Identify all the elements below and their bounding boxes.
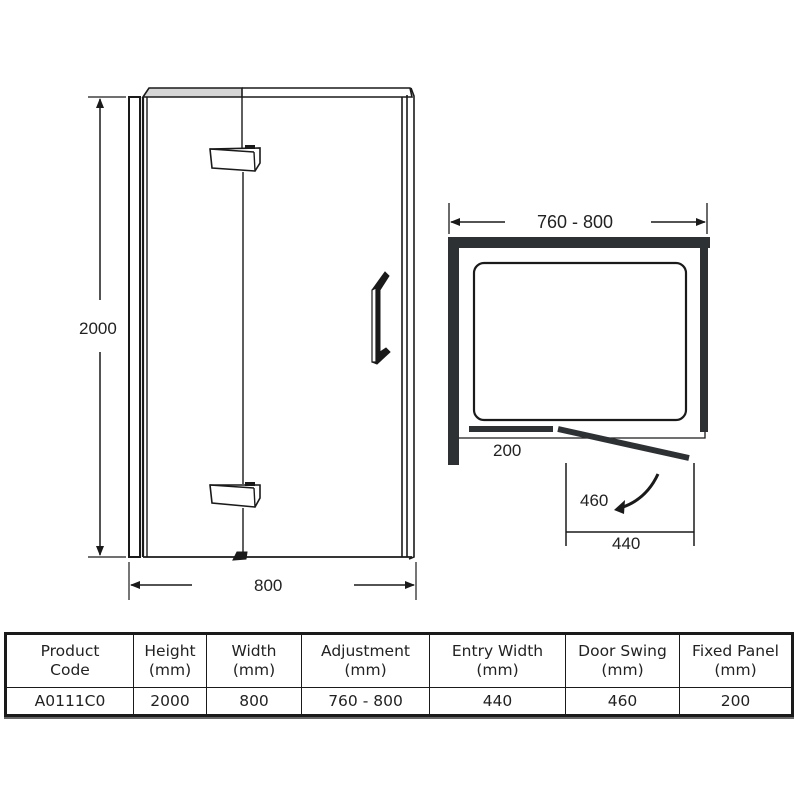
cell-entry-width: 440 — [429, 687, 566, 716]
header-adjustment: Adjustment(mm) — [301, 633, 430, 688]
header-door-swing: Door Swing(mm) — [565, 633, 680, 688]
top-rail — [141, 87, 243, 98]
table-row: A0111C0 2000 800 760 - 800 440 460 200 — [5, 687, 793, 716]
fixed-panel-label: 200 — [493, 441, 522, 460]
bottom-pivot — [232, 551, 248, 561]
header-entry-width: Entry Width(mm) — [429, 633, 566, 688]
front-elevation — [88, 87, 417, 600]
shower-tray — [472, 261, 688, 422]
right-wall-profile — [700, 237, 708, 432]
cell-width: 800 — [206, 687, 302, 716]
door-swing-label: 460 — [580, 491, 609, 510]
wall-profile — [128, 96, 141, 558]
cell-product-code: A0111C0 — [5, 687, 134, 716]
header-fixed-panel: Fixed Panel(mm) — [679, 633, 793, 688]
entry-width-label: 440 — [612, 534, 641, 553]
swing-arrow — [619, 473, 660, 510]
plan-view — [448, 203, 710, 546]
door-handle — [371, 271, 391, 365]
left-wall-profile — [448, 237, 459, 465]
cell-adjustment: 760 - 800 — [301, 687, 430, 716]
cell-door-swing: 460 — [565, 687, 680, 716]
cell-fixed-panel: 200 — [679, 687, 793, 716]
adjustment-label: 760 - 800 — [537, 212, 614, 232]
lower-hinge — [209, 482, 261, 508]
height-label: 2000 — [79, 319, 117, 338]
header-width: Width(mm) — [206, 633, 302, 688]
technical-drawings — [88, 87, 710, 600]
back-wall-profile — [448, 237, 710, 248]
upper-hinge — [209, 145, 261, 172]
height-dimension — [88, 96, 126, 558]
width-label: 800 — [254, 576, 283, 595]
width-dimension — [128, 562, 417, 600]
header-height: Height(mm) — [133, 633, 207, 688]
cell-height: 2000 — [133, 687, 207, 716]
swing-door — [557, 426, 690, 461]
fixed-panel — [469, 426, 553, 432]
